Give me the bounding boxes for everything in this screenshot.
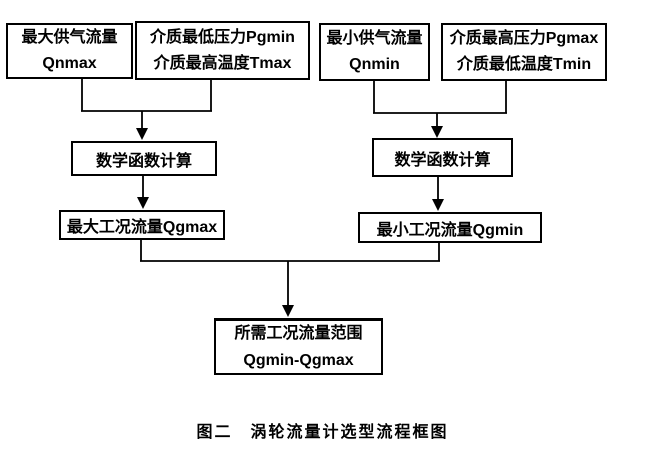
box-result-range-line2: Qgmin-Qgmax [243,352,354,369]
box-pgmin-tmax: 介质最低压力Pgmin 介质最高温度Tmax [135,21,310,80]
box-pgmax-tmin: 介质最高压力Pgmax 介质最低温度Tmin [441,23,607,81]
box-pgmax-tmin-line2: 介质最低温度Tmin [456,56,592,73]
arrowhead-result [282,305,294,317]
box-result-range: 所需工况流量范围 Qgmin-Qgmax [214,318,383,375]
box-calc-right-label: 数学函数计算 [394,151,491,169]
box-qgmin: 最小工况流量Qgmin [358,212,542,243]
arrowhead-left-calc [136,128,148,140]
box-qnmax-line2: Qnmax [42,55,97,72]
box-calc-right: 数学函数计算 [372,138,513,177]
box-qnmin: 最小供气流量 Qnmin [319,23,430,81]
box-pgmax-tmin-line1: 介质最高压力Pgmax [449,30,599,47]
box-pgmin-tmax-line1: 介质最低压力Pgmin [150,28,295,46]
box-qgmax-label: 最大工况流量Qgmax [66,219,218,236]
box-calc-left-label: 数学函数计算 [95,152,192,170]
figure-caption: 图二 涡轮流量计选型流程框图 [196,424,449,441]
arrowhead-qgmax [137,197,149,209]
box-qnmax: 最大供气流量 Qnmax [6,23,133,79]
box-calc-left: 数学函数计算 [71,141,217,176]
box-qgmax: 最大工况流量Qgmax [59,210,225,240]
arrowhead-qgmin [432,199,444,211]
box-pgmin-tmax-line2: 介质最高温度Tmax [153,54,292,72]
box-qnmax-line1: 最大供气流量 [21,29,118,46]
box-qnmin-line1: 最小供气流量 [326,30,423,47]
box-qnmin-line2: Qnmin [349,56,400,73]
box-result-range-line1: 所需工况流量范围 [234,325,363,342]
box-qgmin-label: 最小工况流量Qgmin [376,221,524,239]
arrowhead-right-calc [431,126,443,138]
